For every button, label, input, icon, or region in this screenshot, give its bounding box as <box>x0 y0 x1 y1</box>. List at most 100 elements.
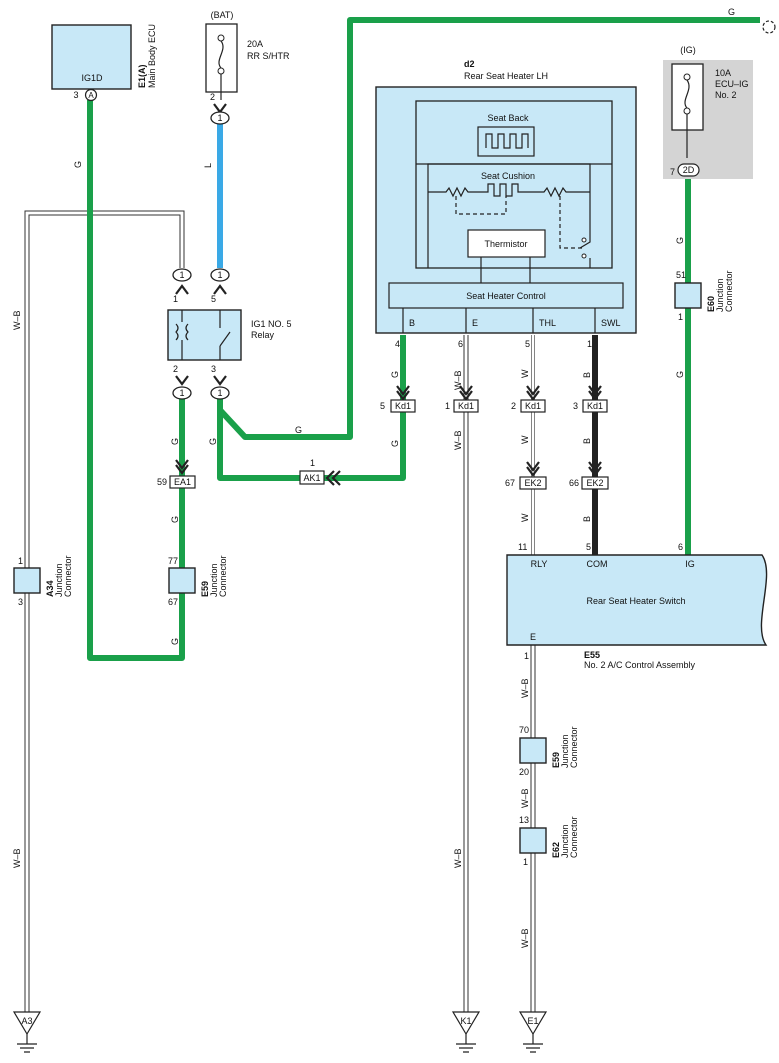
svg-text:B: B <box>582 516 592 522</box>
svg-text:11: 11 <box>518 542 527 552</box>
svg-text:5: 5 <box>525 339 530 349</box>
svg-text:G: G <box>295 425 302 435</box>
svg-text:W–B: W–B <box>12 848 22 868</box>
wire-wb-left <box>24 210 185 1022</box>
svg-text:1: 1 <box>179 388 184 398</box>
fuse-ig: (IG) 10A ECU–IG No. 2 7 2D <box>663 45 753 179</box>
svg-text:Junction: Junction <box>209 563 219 597</box>
svg-text:B: B <box>582 372 592 378</box>
svg-text:EK2: EK2 <box>586 478 603 488</box>
ground-k1: K1 <box>451 1011 481 1053</box>
svg-text:5: 5 <box>586 542 591 552</box>
svg-text:Connector: Connector <box>569 726 579 768</box>
fuse-bat: (BAT) 20A RR S/HTR 2 <box>205 10 290 102</box>
svg-text:1: 1 <box>678 312 683 322</box>
svg-text:G: G <box>170 516 180 523</box>
svg-text:Kd1: Kd1 <box>587 401 603 411</box>
svg-text:1: 1 <box>524 651 529 661</box>
svg-text:1: 1 <box>217 388 222 398</box>
svg-text:W: W <box>520 369 530 378</box>
svg-text:E1(A): E1(A) <box>137 64 147 88</box>
svg-text:66: 66 <box>569 478 579 488</box>
rear-seat-heater-lh: d2 Rear Seat Heater LH Seat Back Seat Cu… <box>375 59 637 349</box>
svg-text:W–B: W–B <box>453 848 463 868</box>
svg-text:ECU–IG: ECU–IG <box>715 79 749 89</box>
svg-text:d2: d2 <box>464 59 475 69</box>
svg-text:Kd1: Kd1 <box>395 401 411 411</box>
connector-ak1: AK1 1 <box>299 458 341 486</box>
svg-text:E60: E60 <box>706 296 716 312</box>
svg-text:Junction: Junction <box>560 734 570 768</box>
wire-g-top <box>217 17 760 440</box>
svg-text:W–B: W–B <box>520 788 530 808</box>
svg-text:2: 2 <box>173 364 178 374</box>
svg-text:Kd1: Kd1 <box>525 401 541 411</box>
junction-e59-b: 70 20 E59 Junction Connector <box>519 725 579 777</box>
junction-e60: 51 1 E60 Junction Connector <box>674 270 734 322</box>
svg-text:Thermistor: Thermistor <box>484 239 527 249</box>
svg-text:Main Body ECU: Main Body ECU <box>147 24 157 88</box>
svg-text:B: B <box>409 318 415 328</box>
svg-text:G: G <box>73 161 83 168</box>
svg-text:7: 7 <box>670 167 675 177</box>
svg-text:W–B: W–B <box>453 430 463 450</box>
rear-seat-heater-switch: RLY COM IG 11 5 6 Rear Seat Heater Switc… <box>506 542 768 670</box>
svg-text:1: 1 <box>587 339 592 349</box>
svg-text:G: G <box>170 438 180 445</box>
svg-text:Relay: Relay <box>251 330 275 340</box>
connector-ea1: EA1 59 <box>157 459 196 489</box>
svg-text:1: 1 <box>310 458 315 468</box>
connector-ek2-row: EK2 67 EK2 66 <box>505 461 609 490</box>
svg-text:Junction: Junction <box>54 563 64 597</box>
svg-text:W: W <box>520 435 530 444</box>
svg-text:Connector: Connector <box>218 555 228 597</box>
svg-text:Connector: Connector <box>569 816 579 858</box>
svg-text:A: A <box>88 91 94 100</box>
svg-text:G: G <box>208 438 218 445</box>
svg-text:3: 3 <box>211 364 216 374</box>
svg-text:G: G <box>170 638 180 645</box>
svg-text:SWL: SWL <box>601 318 621 328</box>
svg-text:77: 77 <box>168 556 178 566</box>
svg-text:E: E <box>472 318 478 328</box>
relay-ig1-no5: 1 1 1 5 IG1 NO. 5 Relay 2 3 1 1 <box>167 268 292 400</box>
svg-text:Kd1: Kd1 <box>458 401 474 411</box>
svg-text:1: 1 <box>173 294 178 304</box>
svg-text:2D: 2D <box>683 165 695 175</box>
svg-text:1: 1 <box>217 270 222 280</box>
svg-text:(BAT): (BAT) <box>211 10 234 20</box>
svg-text:G: G <box>390 371 400 378</box>
svg-text:Junction: Junction <box>560 824 570 858</box>
svg-text:RR S/HTR: RR S/HTR <box>247 51 290 61</box>
svg-text:20: 20 <box>519 767 529 777</box>
svg-text:E55: E55 <box>584 650 600 660</box>
svg-text:5: 5 <box>380 401 385 411</box>
svg-text:Seat Back: Seat Back <box>487 113 529 123</box>
svg-text:Connector: Connector <box>63 555 73 597</box>
svg-text:K1: K1 <box>460 1016 471 1026</box>
svg-text:EA1: EA1 <box>174 477 191 487</box>
svg-text:67: 67 <box>168 597 178 607</box>
svg-text:Rear Seat Heater Switch: Rear Seat Heater Switch <box>586 596 685 606</box>
svg-text:IG1D: IG1D <box>81 73 103 83</box>
svg-text:No. 2 A/C Control Assembly: No. 2 A/C Control Assembly <box>584 660 696 670</box>
wire-g-continue: G <box>728 7 776 34</box>
svg-text:IG: IG <box>685 559 695 569</box>
svg-text:70: 70 <box>519 725 529 735</box>
svg-text:A34: A34 <box>45 580 55 597</box>
svg-text:Junction: Junction <box>715 278 725 312</box>
svg-text:No. 2: No. 2 <box>715 90 737 100</box>
svg-text:Seat Heater Control: Seat Heater Control <box>466 291 546 301</box>
svg-text:A3: A3 <box>21 1016 32 1026</box>
svg-text:W–B: W–B <box>520 678 530 698</box>
svg-text:4: 4 <box>395 339 400 349</box>
svg-text:E1: E1 <box>527 1016 538 1026</box>
svg-text:G: G <box>675 237 685 244</box>
svg-text:B: B <box>582 438 592 444</box>
svg-text:3: 3 <box>73 90 78 100</box>
svg-text:13: 13 <box>519 815 529 825</box>
svg-text:Rear Seat Heater LH: Rear Seat Heater LH <box>464 71 548 81</box>
connector-kd1-row: Kd1 5 Kd1 1 Kd1 2 Kd1 3 <box>380 385 608 413</box>
svg-text:E59: E59 <box>551 752 561 768</box>
